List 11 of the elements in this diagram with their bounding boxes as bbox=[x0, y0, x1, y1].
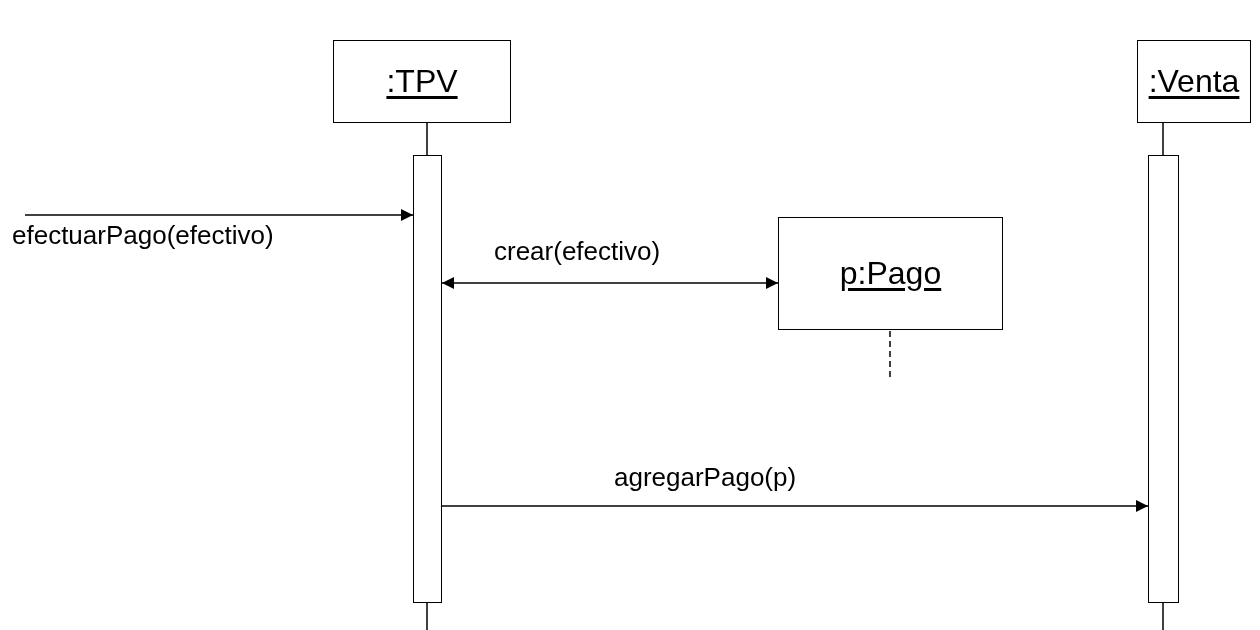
object-box bbox=[1137, 40, 1251, 123]
object-name: :TPV bbox=[386, 63, 458, 100]
object-box bbox=[778, 217, 1003, 330]
object-box bbox=[333, 40, 511, 123]
activation-bar bbox=[413, 155, 442, 603]
object-name: :Venta bbox=[1148, 63, 1240, 100]
message-arrow bbox=[441, 277, 779, 289]
message-arrow bbox=[24, 209, 414, 221]
message-arrow bbox=[441, 500, 1149, 512]
activation-bar bbox=[1148, 155, 1179, 603]
object-name: p:Pago bbox=[839, 255, 942, 292]
